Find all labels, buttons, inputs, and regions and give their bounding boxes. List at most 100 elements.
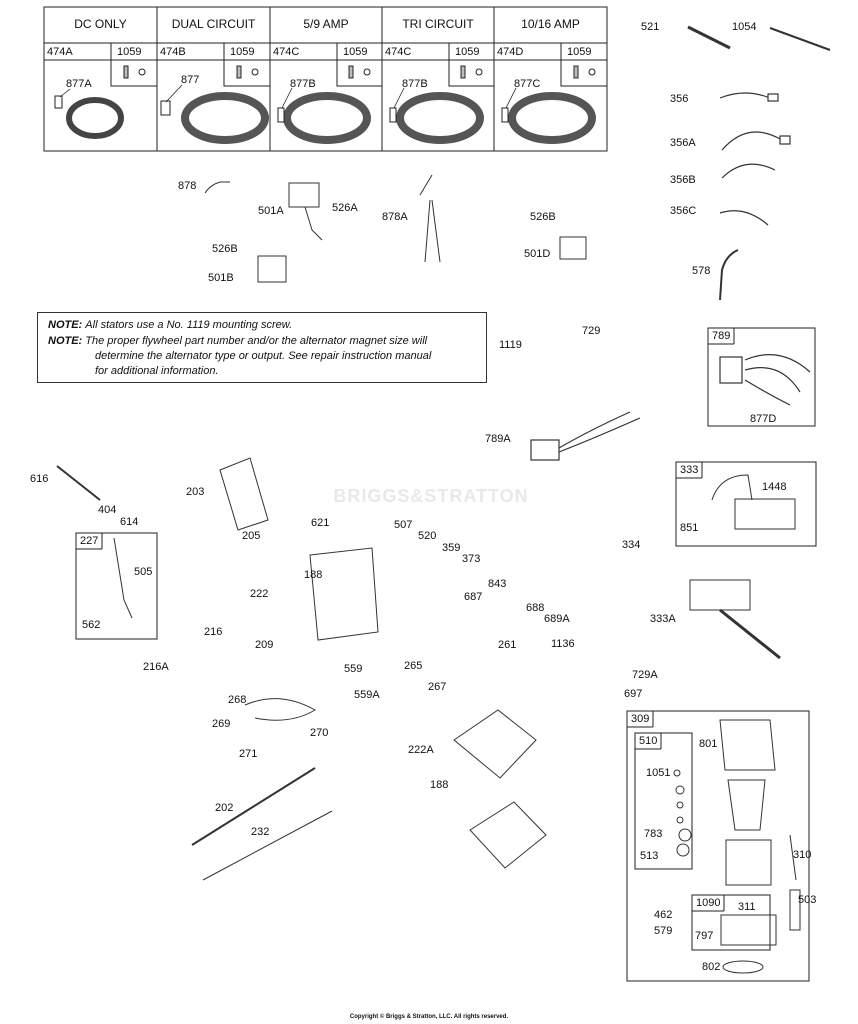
- part-label: 222A: [408, 744, 434, 756]
- part-label: 216A: [143, 661, 169, 673]
- cell-stator-number: 474B: [160, 46, 186, 58]
- part-label: 505: [134, 566, 153, 578]
- part-label: 559: [344, 663, 363, 675]
- part-label: 270: [310, 727, 329, 739]
- box-label-510: 510: [639, 735, 658, 747]
- part-label: 562: [82, 619, 101, 631]
- part-label: 462: [654, 909, 673, 921]
- part-label: 501D: [524, 248, 551, 260]
- cell-lead-number: 877B: [402, 78, 428, 90]
- part-label: 359: [442, 542, 461, 554]
- part-label: 520: [418, 530, 437, 542]
- header-5-9-amp: 5/9 AMP: [303, 17, 349, 31]
- part-label: 513: [640, 850, 659, 862]
- part-label: 356A: [670, 137, 696, 149]
- cell-screw-number: 1059: [455, 46, 480, 58]
- part-label: 501A: [258, 205, 284, 217]
- part-label: 559A: [354, 689, 380, 701]
- cell-lead-number: 877C: [514, 78, 541, 90]
- part-label: 373: [462, 553, 481, 565]
- misc-components: [56, 174, 801, 974]
- box-789: [707, 327, 816, 427]
- harness-parts: [530, 25, 831, 461]
- part-label: 356C: [670, 205, 697, 217]
- box-label-789: 789: [712, 330, 731, 342]
- cell-screw-number: 1059: [343, 46, 368, 58]
- part-label: 334: [622, 539, 641, 551]
- part-label: 783: [644, 828, 663, 840]
- part-label: 877D: [750, 413, 777, 425]
- part-label: 688: [526, 602, 545, 614]
- part-label: 687: [464, 591, 483, 603]
- part-label: 616: [30, 473, 49, 485]
- part-label: 878: [178, 180, 197, 192]
- header-tri-circuit: TRI CIRCUIT: [402, 17, 474, 31]
- note-line-4: for additional information.: [95, 364, 480, 378]
- part-label: 333A: [650, 613, 676, 625]
- part-label: 202: [215, 802, 234, 814]
- part-label: 801: [699, 738, 718, 750]
- cell-lead-number: 877: [181, 74, 200, 86]
- part-label: 267: [428, 681, 447, 693]
- cell-lead-number: 877B: [290, 78, 316, 90]
- note-text: The proper flywheel part number and/or t…: [85, 335, 428, 347]
- note-line-3: determine the alternator type or output.…: [95, 349, 480, 363]
- part-label: 526B: [530, 211, 556, 223]
- note-box: NOTE: All stators use a No. 1119 mountin…: [37, 312, 487, 383]
- part-label: 578: [692, 265, 711, 277]
- part-label: 526B: [212, 243, 238, 255]
- part-label: 203: [186, 486, 205, 498]
- box-227: [75, 532, 158, 640]
- part-label: 356B: [670, 174, 696, 186]
- note-text: determine the alternator type or output.…: [95, 350, 432, 362]
- part-label: 802: [702, 961, 721, 973]
- part-label: 579: [654, 925, 673, 937]
- note-text: for additional information.: [95, 365, 219, 377]
- cell-stator-number: 474A: [47, 46, 73, 58]
- part-label: 268: [228, 694, 247, 706]
- stator-drawings: [54, 65, 596, 144]
- part-label: 265: [404, 660, 423, 672]
- cell-screw-number: 1059: [117, 46, 142, 58]
- part-label: 311: [738, 901, 756, 913]
- part-label: 1051: [646, 767, 671, 779]
- part-label: 729: [582, 325, 601, 337]
- part-label: 843: [488, 578, 507, 590]
- header-10-16-amp: 10/16 AMP: [521, 17, 580, 31]
- cell-stator-number: 474D: [497, 46, 524, 58]
- cell-screw-number: 1059: [230, 46, 255, 58]
- part-label: 222: [250, 588, 269, 600]
- part-label: 232: [251, 826, 270, 838]
- part-label: 851: [680, 522, 699, 534]
- part-label: 689A: [544, 613, 570, 625]
- brand-watermark: BRIGGS&STRATTON: [333, 486, 529, 506]
- part-label: 521: [641, 21, 660, 33]
- part-label: 621: [311, 517, 330, 529]
- header-dc-only: DC ONLY: [74, 17, 127, 31]
- copyright-footer: Copyright © Briggs & Stratton, LLC. All …: [349, 1014, 509, 1020]
- box-333: [675, 461, 817, 547]
- part-label: 216: [204, 626, 223, 638]
- note-line-2: NOTE: The proper flywheel part number an…: [48, 334, 480, 348]
- part-label: 188: [304, 569, 323, 581]
- part-label: 404: [98, 504, 117, 516]
- cell-lead-number: 877A: [66, 78, 92, 90]
- part-label: 1448: [762, 481, 787, 493]
- box-label-333: 333: [680, 464, 699, 476]
- cell-screw-number: 1059: [567, 46, 592, 58]
- box-309: [626, 710, 810, 982]
- part-label: 209: [255, 639, 274, 651]
- part-label: 507: [394, 519, 413, 531]
- note-text: All stators use a No. 1119 mounting scre…: [85, 319, 293, 331]
- stator-subcells: [43, 42, 608, 87]
- box-label-227: 227: [80, 535, 99, 547]
- part-label: 501B: [208, 272, 234, 284]
- cell-stator-number: 474C: [273, 46, 300, 58]
- part-label: 1119: [499, 339, 522, 351]
- part-label: 310: [793, 849, 812, 861]
- part-label: 269: [212, 718, 231, 730]
- box-1090: [691, 894, 771, 951]
- part-label: 797: [695, 930, 714, 942]
- header-dual-circuit: DUAL CIRCUIT: [171, 17, 256, 31]
- note-label: NOTE:: [48, 335, 83, 347]
